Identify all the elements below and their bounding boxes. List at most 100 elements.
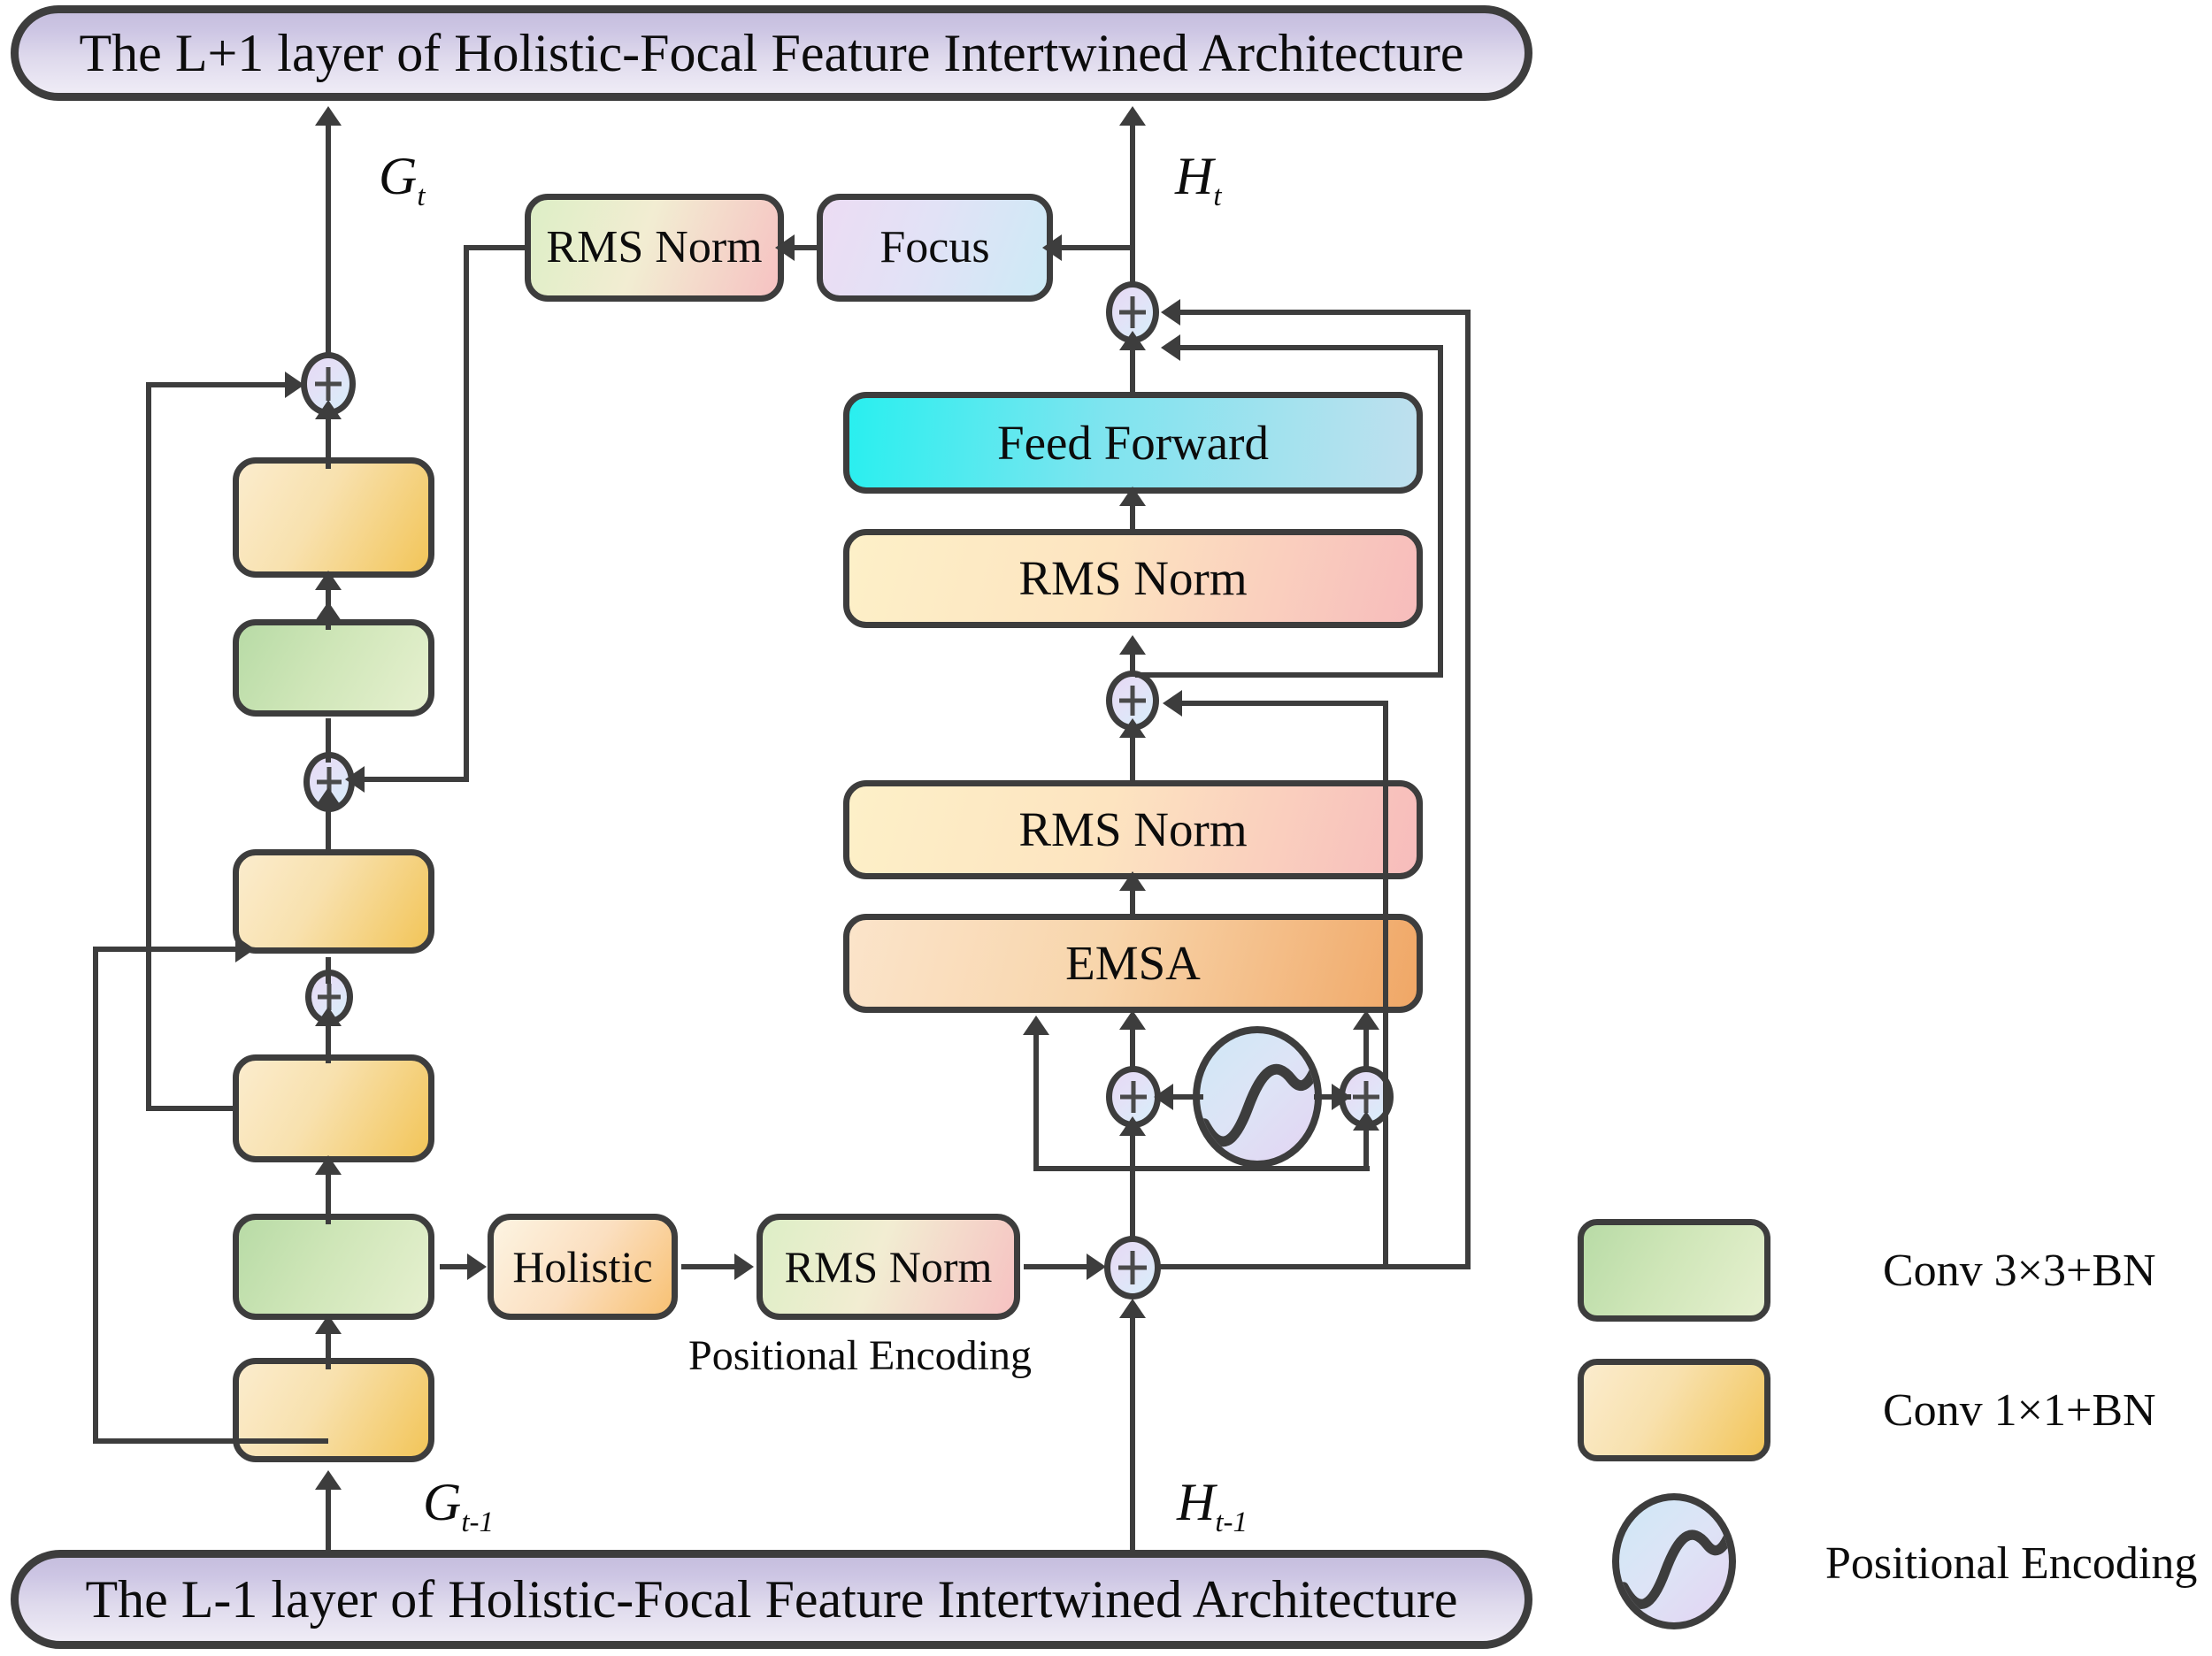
connector-conv3lower-to-holistic (440, 1264, 472, 1269)
sine-wave-path (1200, 1063, 1315, 1147)
rms-norm-block-top-left-label: RMS Norm (546, 221, 763, 272)
connector-g-out (326, 124, 331, 356)
connector-addmid-to-conv3top (326, 718, 331, 763)
connector-conv1top-to-add (326, 416, 331, 469)
arrow-icon-g-out (315, 106, 342, 126)
connector-emsaleft-to-emsa (1130, 1024, 1135, 1072)
focus-block-label: Focus (879, 221, 990, 272)
arrow-icon-residual-outer (1161, 299, 1180, 326)
arrow-icon-h-focus (1042, 234, 1062, 261)
arrow-icon-holistic-rmsnormpe (734, 1254, 754, 1280)
arrow-icon-rmsnormpe-hplus (1087, 1254, 1106, 1280)
connector-residual-outer-bottom (1159, 1264, 1471, 1269)
connector-left-feedback-vertical (146, 382, 151, 1111)
connector-rmsnormff-to-feedforward (1130, 501, 1135, 534)
rms-norm-block-top-left: RMS Norm (525, 194, 784, 302)
connector-rmsnormemsa-to-addmid (1130, 734, 1135, 784)
arrow-icon-left-feedback (285, 372, 304, 398)
conv1-block-left-lower (233, 1054, 434, 1162)
connector-residual-outer-top (1177, 310, 1471, 315)
connector-residual-inner-top (1179, 701, 1387, 706)
connector-addlower-to-conv1mid (326, 957, 331, 984)
holistic-block: Holistic (488, 1214, 678, 1320)
connector-h-to-focus (1058, 245, 1133, 250)
rms-norm-block-positional: RMS Norm (757, 1214, 1020, 1320)
label-h-t-minus-1: Ht-1 (1177, 1473, 1248, 1538)
feed-forward-block: Feed Forward (843, 392, 1423, 494)
arrow-icon-conv3lower-holistic (467, 1254, 487, 1280)
connector-emsa-to-rmsnormemsa (1130, 885, 1135, 920)
layer-l-minus-1-title: The L-1 layer of Holistic-Focal Feature … (85, 1569, 1458, 1629)
connector-ff-residual-top (1177, 345, 1442, 350)
connector-rmsnormtop-out-v (464, 245, 469, 782)
connector-emsaright-to-emsa (1363, 1024, 1369, 1072)
connector-feedforward-to-addtop (1130, 347, 1135, 398)
arrow-icon-conv1mid-addmid (315, 787, 342, 807)
legend-label-positional-encoding: Positional Encoding (1825, 1538, 2198, 1589)
connector-rmsnormtop-to-addmid (361, 777, 469, 782)
connector-left-loop2-top (93, 947, 236, 952)
connector-ff-residual-bus (1135, 672, 1443, 678)
arrow-icon-h-in (1119, 1299, 1146, 1318)
conv1-block-left-mid (233, 849, 434, 954)
connector-conv1mid-to-addmid (326, 801, 331, 855)
connector-left-loop2-vertical (93, 947, 98, 1444)
connector-pe-to-emsaleft (1168, 1094, 1203, 1100)
connector-residual-outer-vertical (1465, 310, 1471, 1269)
arrow-icon-emsaright-emsa (1353, 1010, 1379, 1030)
layer-l-plus-1-title: The L+1 layer of Holistic-Focal Feature … (79, 23, 1464, 82)
arrow-icon-rmsnormtop-addmid (345, 766, 365, 793)
connector-residual-inner-vertical (1383, 701, 1388, 1267)
connector-emsa-v-leg (1033, 1033, 1039, 1171)
positional-encoding-swatch (1612, 1493, 1736, 1629)
arrow-icon-addmid-rmsnormff (1119, 635, 1146, 655)
conv3-block-left-lower (233, 1214, 434, 1320)
connector-emsa-right-leg (1363, 1125, 1369, 1171)
connector-addmid-to-rmsnormff (1130, 653, 1135, 676)
focus-block: Focus (817, 194, 1053, 302)
connector-conv3lower-to-conv1lower (326, 1169, 331, 1224)
rms-norm-block-emsa: RMS Norm (843, 780, 1423, 879)
connector-h-in (1130, 1314, 1135, 1557)
arrow-icon-pe-emsaright (1332, 1084, 1351, 1110)
connector-left-loop2-bottom (93, 1438, 328, 1444)
arrow-icon-h-out (1119, 106, 1146, 126)
connector-left-feedback-top (146, 382, 286, 387)
arrow-icon-rmsnormemsa-addmid (1119, 718, 1146, 738)
connector-left-feedback-bottom (146, 1106, 234, 1111)
arrow-icon-feedforward-addtop (1119, 331, 1146, 350)
arrow-icon-conv1top-add (315, 400, 342, 419)
arrow-icon-conv3top-conv1top (315, 571, 342, 590)
arrow-icon-rmsnormff-feedforward (1119, 487, 1146, 506)
connector-emsa-input-bus (1033, 1166, 1370, 1171)
conv3-swatch (1578, 1219, 1770, 1322)
rms-norm-block-feedforward-label: RMS Norm (1018, 551, 1248, 606)
conv1-block-left-top (233, 457, 434, 578)
connector-rmsnormpe-to-hplus (1024, 1264, 1093, 1269)
layer-l-minus-1-banner: The L-1 layer of Holistic-Focal Feature … (11, 1550, 1532, 1649)
label-h-t: Ht (1175, 147, 1222, 212)
arrow-icon-emsaleft-emsa (1119, 1010, 1146, 1030)
arrow-icon-conv1bottom-conv3lower (315, 1315, 342, 1334)
arrow-icon-conv1lower-addlower (315, 1007, 342, 1026)
arrow-icon-residual-inner (1163, 690, 1182, 717)
arrow-icon-emsa-right-leg (1353, 1111, 1379, 1131)
emsa-block-label: EMSA (1065, 936, 1201, 991)
arrow-icon-pe-emsaleft (1154, 1084, 1173, 1110)
arrow-icon-emsa-rmsnormemsa (1119, 871, 1146, 891)
conv1-block-left-bottom (233, 1358, 434, 1462)
emsa-block: EMSA (843, 914, 1423, 1013)
rms-norm-block-feedforward: RMS Norm (843, 529, 1423, 628)
holistic-block-label: Holistic (512, 1241, 653, 1292)
add-node-h-branch (1104, 1236, 1161, 1300)
feed-forward-block-label: Feed Forward (996, 415, 1269, 470)
arrow-icon-emsa-v-leg (1023, 1016, 1049, 1035)
arrow-icon-ff-residual (1161, 334, 1180, 361)
sine-wave-icon (1193, 1026, 1322, 1168)
legend-label-conv3: Conv 3×3+BN (1883, 1246, 2156, 1296)
rms-norm-block-positional-label: RMS Norm (784, 1241, 993, 1292)
connector-conv1bottom-to-conv3lower (326, 1327, 331, 1369)
arrow-icon-conv3lower-conv1lower (315, 1155, 342, 1175)
connector-ff-residual-vertical (1438, 345, 1443, 678)
